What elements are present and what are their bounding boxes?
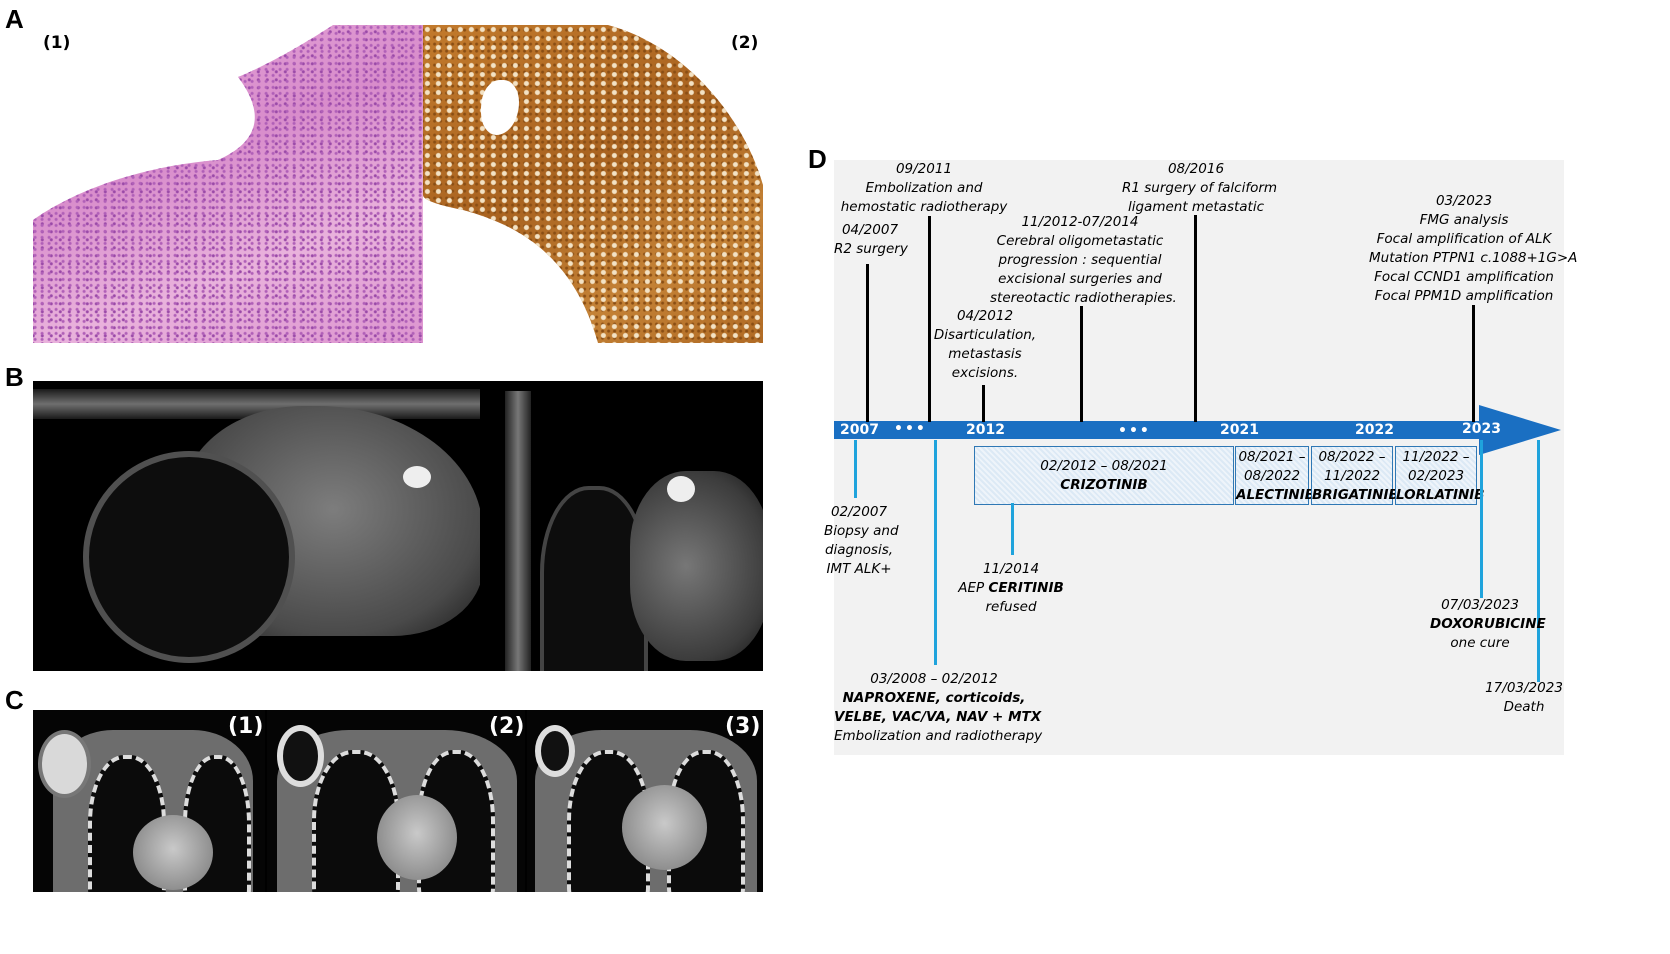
event-line — [1194, 215, 1197, 422]
panel-label-c: C — [5, 685, 24, 715]
ct-scan-2: (2) — [267, 710, 525, 892]
year-2022: 2022 — [1355, 422, 1394, 438]
mri-coronal-image — [480, 381, 763, 671]
event-line-blue — [934, 440, 937, 665]
event-line-blue — [1480, 440, 1483, 598]
he-stain-image: (1) — [33, 25, 423, 343]
mri-axial-image — [33, 381, 480, 671]
event-line-blue — [1537, 440, 1540, 682]
timeline-panel: 2007 ••• 2012 ••• 2021 2022 2023 04/2007… — [824, 160, 1578, 755]
panel-label-a: A — [5, 4, 24, 34]
dots: ••• — [894, 421, 927, 437]
panel-label-d: D — [808, 144, 827, 174]
event-11-2014: 11/2014 AEP CERITINIB refused — [958, 561, 1064, 615]
ct-sublabel-2: (2) — [489, 714, 525, 739]
ct-divider — [265, 710, 267, 892]
timeline-arrow — [834, 405, 1561, 455]
event-line — [982, 385, 985, 422]
event-line-blue — [854, 440, 857, 498]
event-03-2008: 03/2008 – 02/2012 NAPROXENE, corticoids,… — [834, 671, 1043, 744]
ct-divider — [525, 710, 527, 892]
event-line — [928, 216, 931, 422]
event-line — [866, 264, 869, 422]
event-line — [1472, 305, 1475, 422]
year-2021: 2021 — [1220, 422, 1259, 438]
panel-a-sublabel-2: (2) — [731, 33, 759, 53]
event-line — [1080, 306, 1083, 422]
ct-scan-1: (1) — [33, 710, 265, 892]
panel-label-b: B — [5, 362, 24, 392]
ct-sublabel-3: (3) — [725, 714, 761, 739]
dots: ••• — [1118, 423, 1151, 439]
panel-a-sublabel-1: (1) — [43, 33, 71, 53]
year-2023: 2023 — [1462, 421, 1501, 437]
year-2012: 2012 — [966, 422, 1005, 438]
ct-sublabel-1: (1) — [228, 714, 264, 739]
event-line-blue — [1011, 503, 1014, 555]
year-2007: 2007 — [840, 422, 879, 438]
ihc-stain-image: (2) — [423, 25, 763, 343]
ct-scan-3: (3) — [527, 710, 763, 892]
